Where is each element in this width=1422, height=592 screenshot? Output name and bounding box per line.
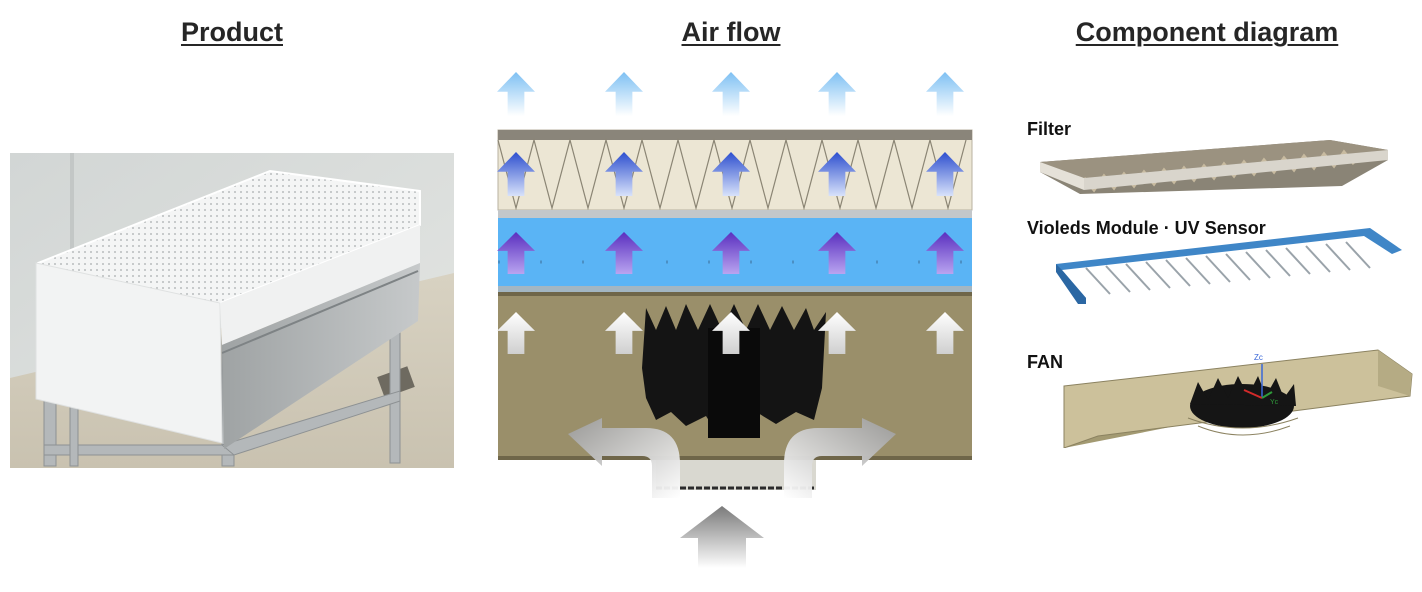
fan-arrow-icon (926, 312, 964, 354)
fan-axis-z-label: Zc (1254, 353, 1263, 362)
uv-arrow-icon (605, 232, 643, 274)
filter-arrow-icon (497, 152, 535, 196)
filter-arrow-icon (926, 152, 964, 196)
outlet-arrow-icon (712, 72, 750, 116)
filter-arrow-icon (712, 152, 750, 196)
airflow-diagram (497, 72, 973, 568)
fan-arrow-icon (497, 312, 535, 354)
fan-label: FAN (1027, 352, 1063, 372)
filter-arrow-icon (605, 152, 643, 196)
exhaust-curve-arrow-right (784, 418, 896, 498)
filter-arrow-icon (818, 152, 856, 196)
product-photo (10, 153, 454, 468)
outlet-arrow-icon (497, 72, 535, 116)
inlet-arrow-icon (680, 506, 764, 568)
airflow-heading: Air flow (681, 17, 781, 47)
product-housing (35, 169, 421, 449)
uv-arrow-icon (818, 232, 856, 274)
exhaust-curve-arrow-left (568, 418, 680, 498)
fan-arrow-icon (712, 312, 750, 354)
uv-arrow-icon (497, 232, 535, 274)
outlet-arrow-icon (605, 72, 643, 116)
filter-label: Filter (1027, 119, 1072, 139)
component-diagram-heading: Component diagram (1075, 17, 1339, 47)
filter-component-image (1040, 140, 1388, 194)
fan-arrow-icon (818, 312, 856, 354)
violeds-module-component-image (1056, 228, 1402, 304)
outlet-arrow-icon (926, 72, 964, 116)
fan-arrow-icon (605, 312, 643, 354)
uv-arrow-icon (926, 232, 964, 274)
outlet-arrow-icon (818, 72, 856, 116)
product-heading: Product (180, 17, 283, 47)
violeds-module-label: Violeds Module · UV Sensor (1027, 218, 1266, 238)
fan-component-image: Zc Yc (1063, 349, 1413, 448)
fan-axis-y-label: Yc (1270, 399, 1279, 406)
uv-arrow-icon (712, 232, 750, 274)
